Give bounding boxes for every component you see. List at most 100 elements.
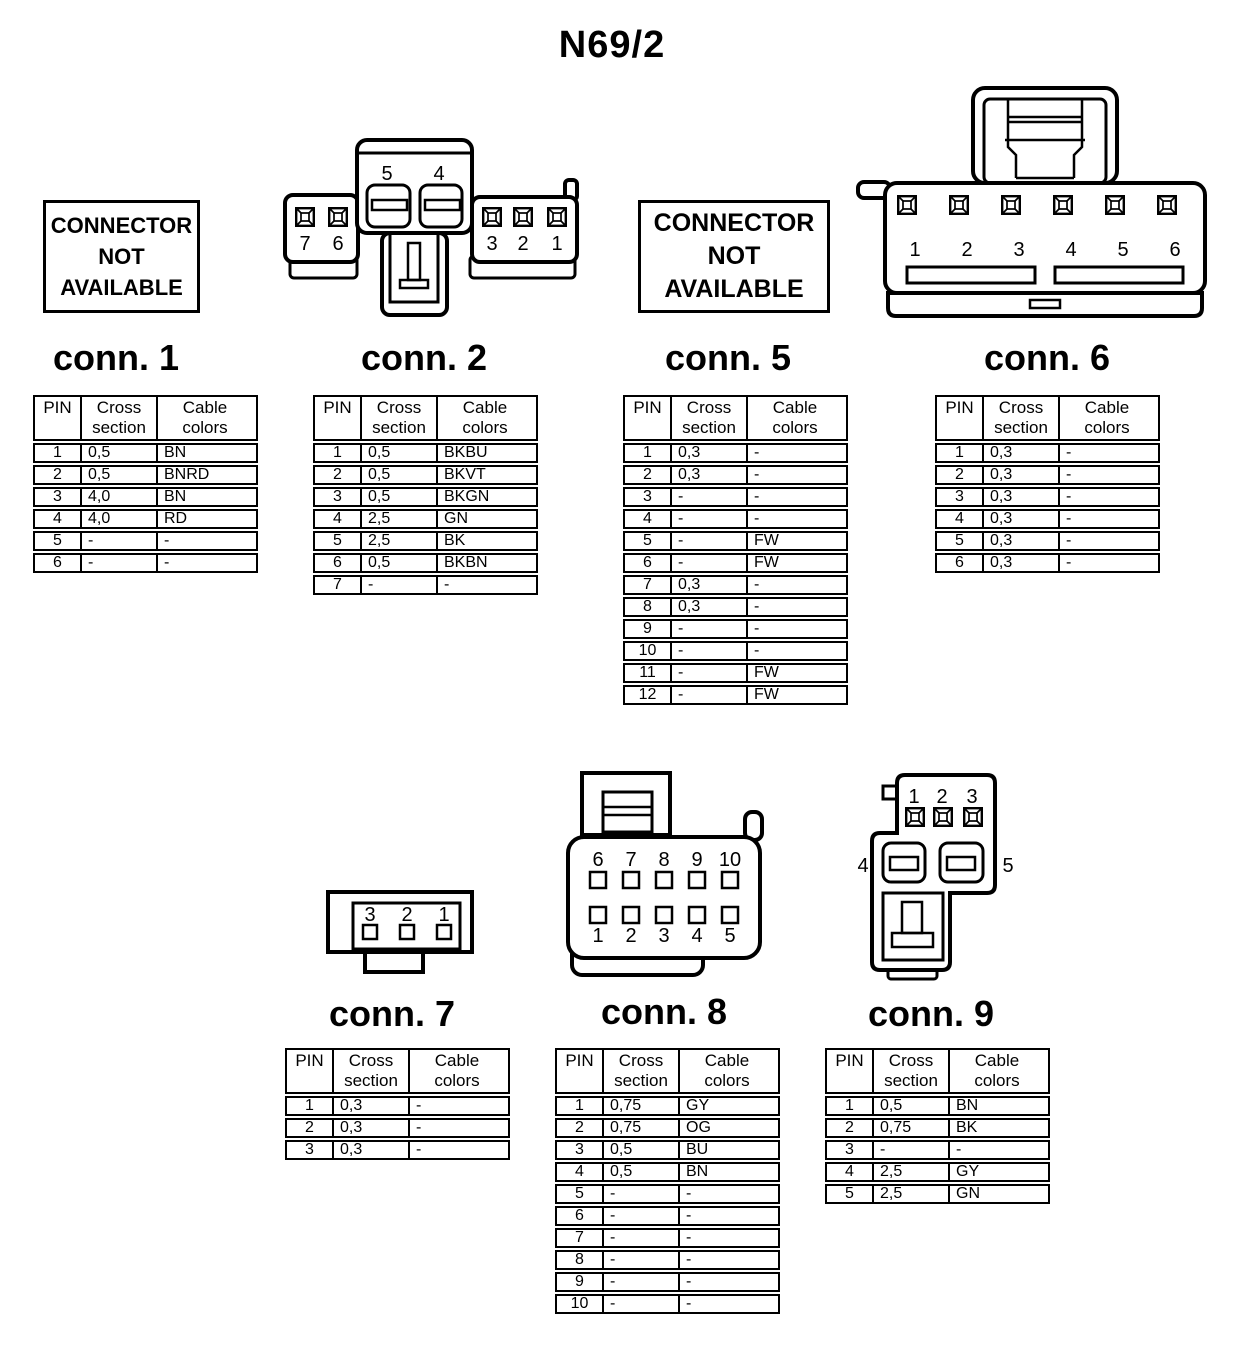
cable-color-cell: GN — [948, 1186, 1044, 1202]
pin-terminal-icon — [547, 206, 567, 228]
pin-terminal-icon — [720, 870, 740, 890]
cable-color-cell: - — [1058, 511, 1154, 527]
pin-number-cell: 2 — [53, 466, 62, 483]
cable-color-cell: - — [436, 577, 532, 593]
pin-number-cell: 4 — [955, 510, 964, 527]
pin-number-label: 3 — [966, 786, 977, 808]
conn1-label: conn. 1 — [52, 337, 180, 378]
pin-terminal-icon — [621, 870, 641, 890]
cross-section-cell: 0,5 — [602, 1142, 678, 1158]
pin-number-label: 5 — [724, 925, 735, 947]
cable-color-cell: - — [1058, 467, 1154, 483]
pin-number-cell: 3 — [333, 488, 342, 505]
cross-section-cell: 0,5 — [80, 467, 156, 483]
cross-section-cell: - — [670, 621, 746, 637]
pin-number-cell: 6 — [643, 554, 652, 571]
pin-number-label: 6 — [592, 849, 603, 871]
table-header-cell: Cable colors — [156, 397, 252, 439]
cross-section-cell: 0,3 — [982, 555, 1058, 571]
cable-color-cell: - — [156, 555, 252, 571]
pin-terminal-icon — [905, 807, 925, 827]
cross-section-cell: - — [670, 533, 746, 549]
conn7-terminal-pins — [361, 923, 453, 941]
table-header-cell: PIN — [295, 1051, 324, 1070]
pin-row: 8-- — [555, 1250, 780, 1270]
conn6-latch — [971, 86, 1119, 185]
cable-color-cell: - — [746, 467, 842, 483]
pin-number-cell: 7 — [575, 1229, 584, 1246]
cable-color-cell: BNRD — [156, 467, 252, 483]
pin-number-cell: 7 — [643, 576, 652, 593]
cable-color-cell: - — [746, 511, 842, 527]
pin-number-cell: 1 — [575, 1097, 584, 1114]
pin-number-cell: 10 — [570, 1295, 589, 1312]
pin-number-label: 8 — [658, 849, 669, 871]
table-header-cell: Cable colors — [678, 1050, 774, 1092]
conn5-label: conn. 5 — [664, 337, 792, 378]
pin-number-label: 1 — [551, 233, 562, 255]
cable-color-cell: - — [948, 1142, 1044, 1158]
pin-terminal-icon — [949, 194, 969, 216]
pin-terminal-icon — [963, 807, 983, 827]
cable-color-cell: - — [1058, 445, 1154, 461]
cross-section-cell: 4,0 — [80, 511, 156, 527]
pin-number-cell: 4 — [575, 1163, 584, 1180]
conn8-pin-numbers: 6 7 8 9 10 1 2 3 4 5 — [592, 849, 741, 947]
conn2-label: conn. 2 — [360, 337, 488, 378]
page-title: N69/2 — [558, 24, 666, 66]
pin-number-cell: 4 — [53, 510, 62, 527]
pin-number-label: 1 — [592, 925, 603, 947]
pin-number-label: 6 — [1169, 239, 1180, 261]
cross-section-cell: - — [602, 1186, 678, 1202]
pin-number-cell: 6 — [575, 1207, 584, 1224]
pin-number-label: 2 — [517, 233, 528, 255]
conn8-drawing: 6 7 8 9 10 1 2 3 4 5 — [566, 771, 764, 977]
pin-terminal-icon — [1001, 194, 1021, 216]
conn5-not-available-box: CONNECTOR NOT AVAILABLE — [638, 200, 830, 313]
pin-terminal-icon — [588, 905, 608, 925]
cross-section-cell: 0,3 — [332, 1120, 408, 1136]
pin-terminal-icon — [654, 905, 674, 925]
table-header-cell: Cross section — [602, 1050, 678, 1092]
cross-section-cell: - — [602, 1252, 678, 1268]
cable-color-cell: - — [156, 533, 252, 549]
cross-section-cell: 2,5 — [360, 533, 436, 549]
pin-number-label: 5 — [1117, 239, 1128, 261]
pin-number-cell: 6 — [333, 554, 342, 571]
conn2-slot-pins — [365, 183, 464, 229]
conn7-pin-numbers: 3 2 1 — [364, 904, 449, 926]
cable-color-cell: - — [746, 577, 842, 593]
pin-number-cell: 2 — [845, 1119, 854, 1136]
conn9-drawing: 1 2 3 4 5 — [857, 773, 1014, 981]
cable-color-cell: FW — [746, 665, 842, 681]
cable-color-cell: - — [1058, 533, 1154, 549]
cross-section-cell: 2,5 — [360, 511, 436, 527]
cross-section-cell: 0,3 — [670, 467, 746, 483]
pin-terminal-icon — [1104, 194, 1126, 216]
cross-section-cell: - — [872, 1142, 948, 1158]
cross-section-cell: 0,3 — [982, 445, 1058, 461]
pin-number-cell: 1 — [333, 444, 342, 461]
table-header-cell: Cable colors — [408, 1050, 504, 1092]
pin-number-cell: 3 — [53, 488, 62, 505]
pin-number-label: 1 — [909, 239, 920, 261]
pin-row: 10-- — [623, 641, 848, 661]
cable-color-cell: BKBU — [436, 445, 532, 461]
cable-color-cell: - — [408, 1120, 504, 1136]
